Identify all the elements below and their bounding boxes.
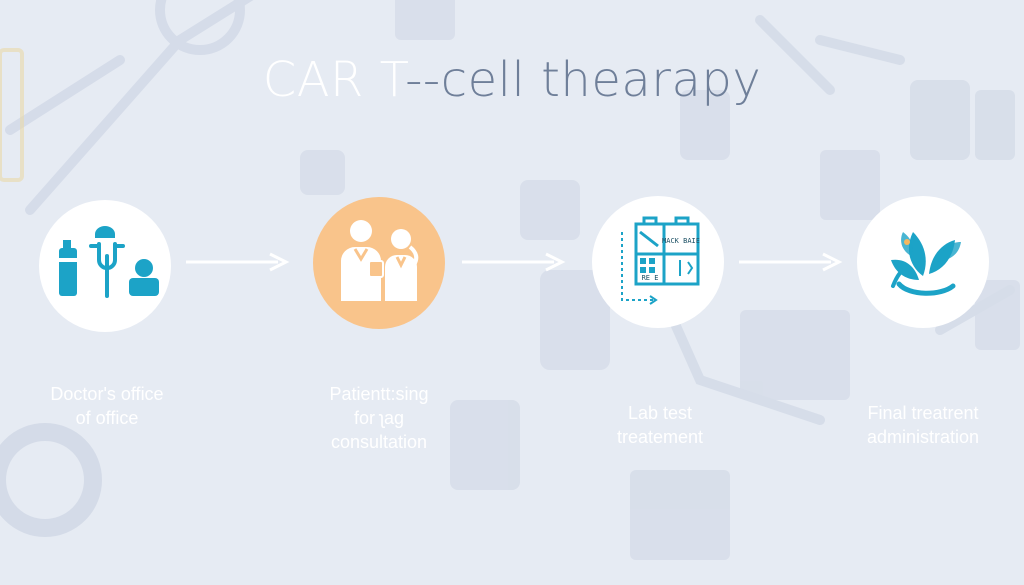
step-4-circle bbox=[857, 196, 989, 328]
title-part-1: CAR T bbox=[262, 52, 406, 108]
lab-panel-text-bottom: RE E bbox=[642, 274, 659, 282]
step-1-caption: Doctor's office of office bbox=[22, 382, 192, 430]
arrow-2 bbox=[462, 252, 566, 272]
step-2-caption-line-1: Patientt:sing bbox=[329, 384, 429, 404]
step-4-caption: Final treatrent administration bbox=[836, 401, 1010, 449]
step-3-caption: Lab test treatement bbox=[575, 401, 745, 449]
step-3-caption-line-1: Lab test bbox=[627, 403, 693, 423]
step-1-caption-line-2: of office bbox=[75, 408, 139, 428]
step-1-caption-line-1: Doctor's office bbox=[50, 384, 164, 404]
lab-panel-text-top: MACK BAIE bbox=[662, 237, 700, 245]
lab-test-icon: MACK BAIE RE E bbox=[621, 216, 700, 305]
step-4-caption-line-1: Final treatrent bbox=[867, 403, 979, 423]
page-title: CAR T--cell thearapy bbox=[0, 52, 1024, 108]
step-3-caption-line-2: treatement bbox=[616, 427, 704, 447]
step-1-circle bbox=[39, 200, 171, 332]
title-part-2: --cell thearapy bbox=[405, 52, 762, 108]
step-3-circle: MACK BAIE RE E bbox=[592, 196, 724, 328]
step-2-caption-line-3: consultation bbox=[330, 432, 428, 452]
arrow-3 bbox=[739, 252, 843, 272]
consultation-icon bbox=[341, 220, 419, 301]
leaf-icon bbox=[891, 232, 961, 296]
step-2-caption-line-2: for ʅag bbox=[353, 408, 405, 428]
step-2-circle bbox=[313, 197, 445, 329]
arrow-1 bbox=[186, 252, 290, 272]
step-4-caption-line-2: administration bbox=[866, 427, 980, 447]
step-2-caption: Patientt:sing for ʅag consultation bbox=[293, 382, 465, 454]
doctor-office-icon bbox=[57, 226, 159, 298]
